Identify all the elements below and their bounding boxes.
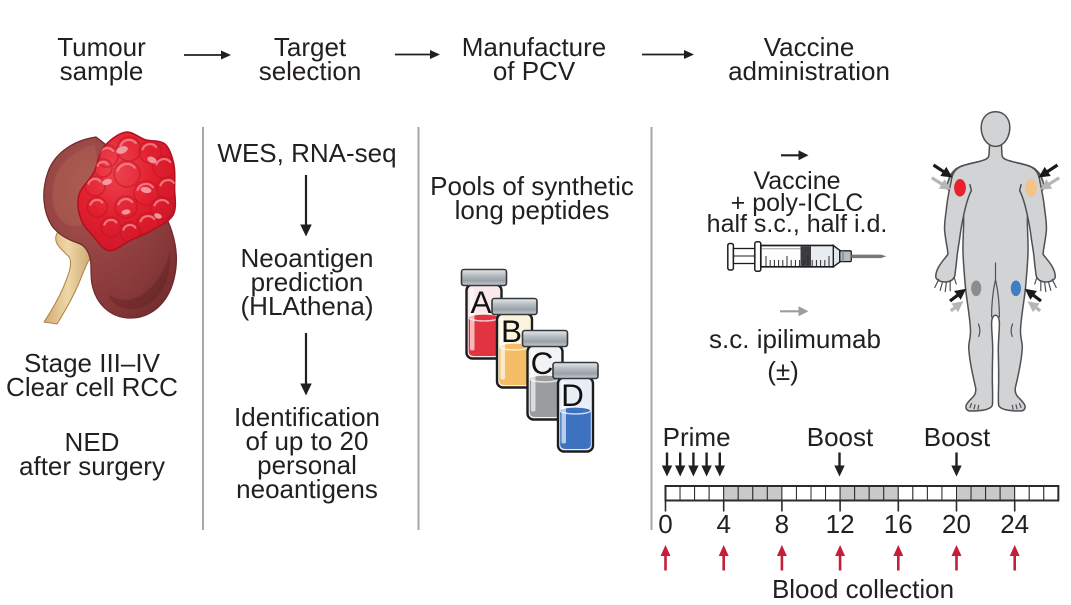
- svg-text:C: C: [531, 345, 554, 381]
- svg-text:D: D: [561, 377, 584, 413]
- svg-text:A: A: [470, 284, 491, 320]
- svg-text:B: B: [501, 313, 522, 349]
